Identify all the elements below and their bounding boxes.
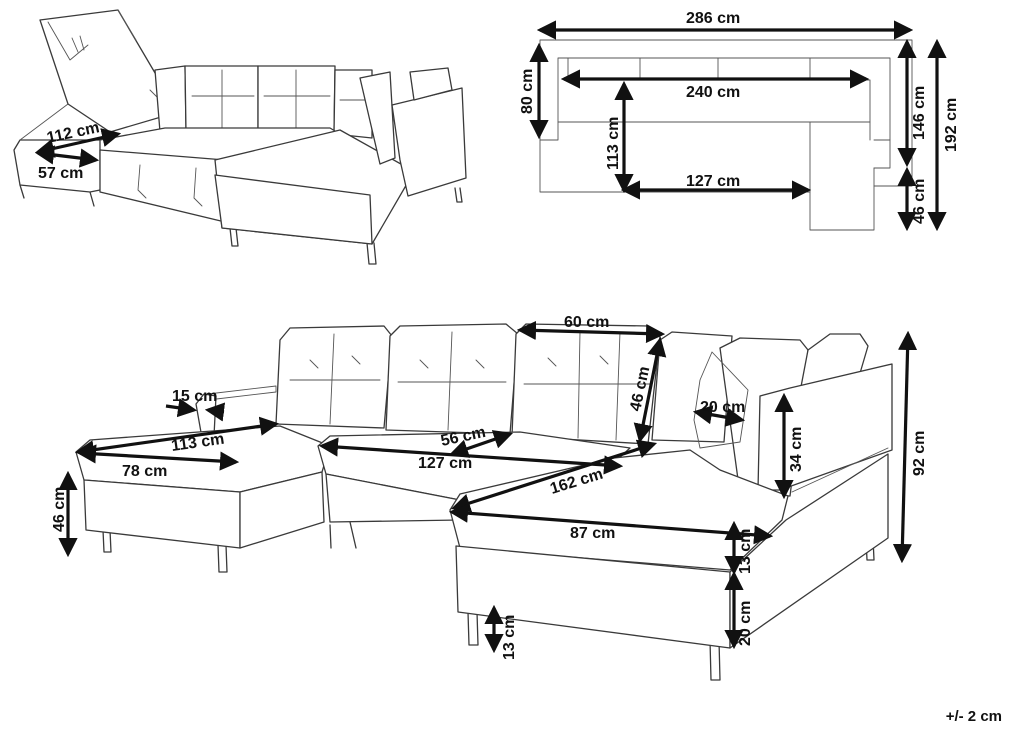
plan-inner-width-label: 240 cm [686, 84, 740, 101]
arm-thickness-arrow [692, 405, 746, 427]
chaise-width-arrow [448, 503, 774, 545]
cushion-width-arrow [516, 320, 666, 344]
storage-depth-arrow [34, 145, 100, 168]
base-height-label: 20 cm [737, 601, 754, 646]
cushion-thickness-label: 13 cm [737, 529, 754, 574]
plan-back-depth-label: 80 cm [519, 69, 536, 114]
leg-height-label: 13 cm [501, 615, 518, 660]
plan-seat-depth-label: 113 cm [605, 117, 622, 170]
storage-depth-label: 57 cm [38, 165, 83, 182]
plan-chaise-width-label: 127 cm [686, 173, 740, 190]
arm-height-label: 34 cm [788, 427, 805, 472]
plan-right-extension-label: 46 cm [911, 179, 928, 224]
total-height-label: 92 cm [911, 431, 928, 476]
armrest-width-label: 15 cm [172, 388, 217, 405]
tolerance-note: +/- 2 cm [945, 708, 1002, 725]
chaise-width-label: 87 cm [570, 525, 615, 542]
left-chaise-width-label: 78 cm [122, 463, 167, 480]
left-chaise-width-arrow [76, 444, 240, 471]
back-cushion-height-arrow [633, 336, 667, 444]
middle-width-label: 127 cm [418, 455, 472, 472]
armrest-width-arrow-right [204, 402, 226, 422]
plan-right-depth-label: 146 cm [911, 86, 928, 140]
chaise-length-arrow [450, 439, 658, 513]
plan-total-width-label: 286 cm [686, 10, 740, 27]
seat-height-label: 46 cm [51, 487, 68, 532]
arm-thickness-label: 20 cm [700, 399, 745, 416]
plan-view-outline [539, 39, 913, 231]
plan-total-depth-label: 192 cm [943, 98, 960, 152]
armrest-width-arrow-left [165, 398, 198, 418]
cushion-width-label: 60 cm [564, 314, 609, 331]
total-height-arrow [892, 330, 918, 564]
main-sofa-illustration [75, 323, 893, 681]
